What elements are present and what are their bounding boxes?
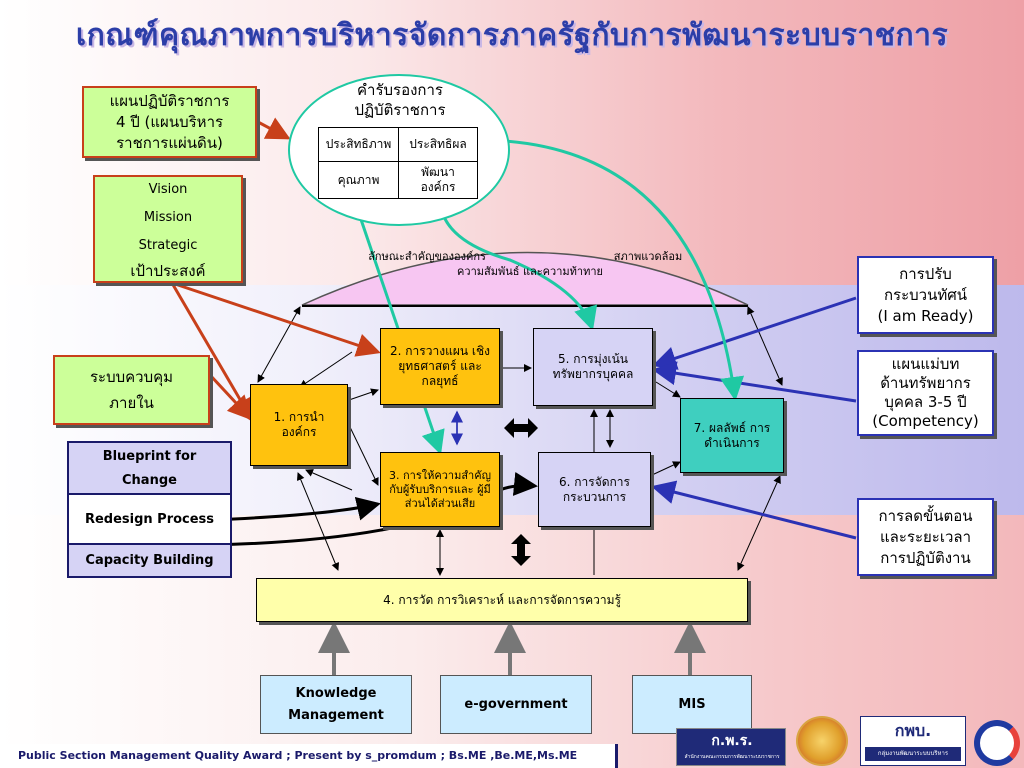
km-line1: Knowledge (295, 685, 377, 701)
commitment-cell-efficiency: ประสิทธิภาพ (319, 128, 399, 162)
page-title: เกณฑ์คุณภาพการบริหารจัดการภาครัฐกับการพั… (75, 18, 949, 53)
ocsc-logo: ก.พ.ร. สำนักงานคณะกรรมการพัฒนาระบบราชการ (676, 728, 786, 766)
category-3-label: 3. การให้ความสำคัญ กับผู้รับบริการและ ผู… (389, 468, 491, 510)
category-7-label: 7. ผลลัพธ์ การดำเนินการ (693, 420, 771, 450)
reduce-line3: การปฏิบัติงาน (880, 548, 971, 567)
egov-label: e-government (464, 697, 568, 712)
double-arrow-horizontal (504, 418, 538, 438)
commitment-title-line2: ปฏิบัติราชการ (354, 100, 446, 119)
seal-logo (796, 716, 848, 766)
hr-line2: ด้านทรัพยากร (880, 374, 971, 392)
hr-line3: บุคคล 3-5 ปี (884, 393, 967, 411)
commitment-table: ประสิทธิภาพ ประสิทธิผล คุณภาพ พัฒนา องค์… (318, 127, 478, 199)
internal-control-box: ระบบควบคุม ภายใน (53, 355, 210, 425)
footer-credit: Public Section Management Quality Award … (0, 744, 618, 768)
reduce-steps-box: การลดขั้นตอน และระยะเวลา การปฏิบัติงาน (857, 498, 994, 576)
category-6-label: 6. การจัดการ กระบวนการ (559, 474, 630, 504)
mis-label: MIS (678, 697, 706, 712)
category-1-leadership: 1. การนำ องค์กร (250, 384, 348, 466)
opdc-logo-text: กพบ. (894, 721, 932, 740)
category-2-label: 2. การวางแผน เชิงยุทธศาสตร์ และกลยุทธ์ (390, 344, 490, 388)
plan-line2: 4 ปี (แผนบริหาร (115, 112, 224, 131)
mis-box: MIS (632, 675, 752, 734)
commitment-oval (288, 74, 510, 226)
internal-control-line1: ระบบควบคุม (89, 368, 174, 386)
category-2-strategic-planning: 2. การวางแผน เชิงยุทธศาสตร์ และกลยุทธ์ (380, 328, 500, 405)
category-7-results: 7. ผลลัพธ์ การดำเนินการ (680, 398, 784, 473)
hr-masterplan-box: แผนแม่บท ด้านทรัพยากร บุคคล 3-5 ปี (Comp… (857, 350, 994, 436)
commitment-cell-development: พัฒนา องค์กร (420, 165, 456, 194)
arc-label-key-characteristics: ลักษณะสำคัญขององค์กร (368, 249, 486, 263)
category-4-measurement: 4. การวัด การวิเคราะห์ และการจัดการความร… (256, 578, 748, 622)
redesign-box: Redesign Process (67, 493, 232, 545)
knowledge-management-box: Knowledge Management (260, 675, 412, 734)
category-5-label: 5. การมุ่งเน้น ทรัพยากรบุคคล (552, 352, 634, 381)
commitment-cell-quality: คุณภาพ (319, 162, 399, 198)
mission-line: Mission (143, 210, 193, 225)
internal-control-line2: ภายใน (109, 394, 154, 412)
category-3-customer-focus: 3. การให้ความสำคัญ กับผู้รับบริการและ ผู… (380, 452, 500, 527)
vision-line: Vision (148, 182, 188, 197)
reduce-line1: การลดขั้นตอน (878, 506, 973, 525)
arc-label-relations: ความสัมพันธ์ และความท้าทาย (457, 264, 603, 278)
category-5-workforce: 5. การมุ่งเน้น ทรัพยากรบุคคล (533, 328, 653, 406)
arc-label-environment: สภาพแวดล้อม (613, 249, 683, 263)
e-government-box: e-government (440, 675, 592, 734)
redesign-label: Redesign Process (84, 511, 215, 527)
blueprint-box: Blueprint for Change (67, 441, 232, 496)
double-arrow-vertical (511, 534, 531, 566)
ocsc-logo-subtext: สำนักงานคณะกรรมการพัฒนาระบบราชการ (684, 754, 780, 760)
paradigm-line1: การปรับ (899, 264, 952, 283)
plan-line1: แผนปฏิบัติราชการ (109, 91, 230, 110)
strategic-line: Strategic (138, 238, 198, 253)
paradigm-line2: กระบวนทัศน์ (883, 285, 968, 304)
plan-line3: ราชการแผ่นดิน) (116, 133, 223, 152)
goal-line: เป้าประสงค์ (130, 262, 206, 280)
paradigm-line3: (I am Ready) (877, 306, 974, 325)
hr-line4: (Competency) (872, 412, 979, 430)
blueprint-label: Blueprint for Change (102, 448, 197, 488)
category-6-process: 6. การจัดการ กระบวนการ (538, 452, 651, 527)
capacity-box: Capacity Building (67, 543, 232, 578)
plan-box: แผนปฏิบัติราชการ 4 ปี (แผนบริหาร ราชการแ… (82, 86, 257, 158)
category-4-label: 4. การวัด การวิเคราะห์ และการจัดการความร… (383, 592, 621, 607)
commitment-cell-effectiveness: ประสิทธิผล (399, 128, 477, 162)
opdc-logo: กพบ. กลุ่มงานพัฒนาระบบบริหาร (860, 716, 966, 766)
capacity-label: Capacity Building (85, 553, 214, 568)
vision-box: Vision Mission Strategic เป้าประสงค์ (93, 175, 243, 283)
reduce-line2: และระยะเวลา (879, 527, 972, 546)
paradigm-shift-box: การปรับ กระบวนทัศน์ (I am Ready) (857, 256, 994, 334)
category-1-label: 1. การนำ องค์กร (273, 410, 325, 439)
opdc-logo-subtext: กลุ่มงานพัฒนาระบบบริหาร (865, 747, 961, 761)
ring-logo (974, 720, 1020, 766)
km-line2: Management (288, 707, 384, 723)
ocsc-logo-text: ก.พ.ร. (711, 733, 753, 749)
commitment-title-line1: คำรับรองการ (357, 80, 443, 99)
hr-line1: แผนแม่บท (891, 355, 960, 373)
